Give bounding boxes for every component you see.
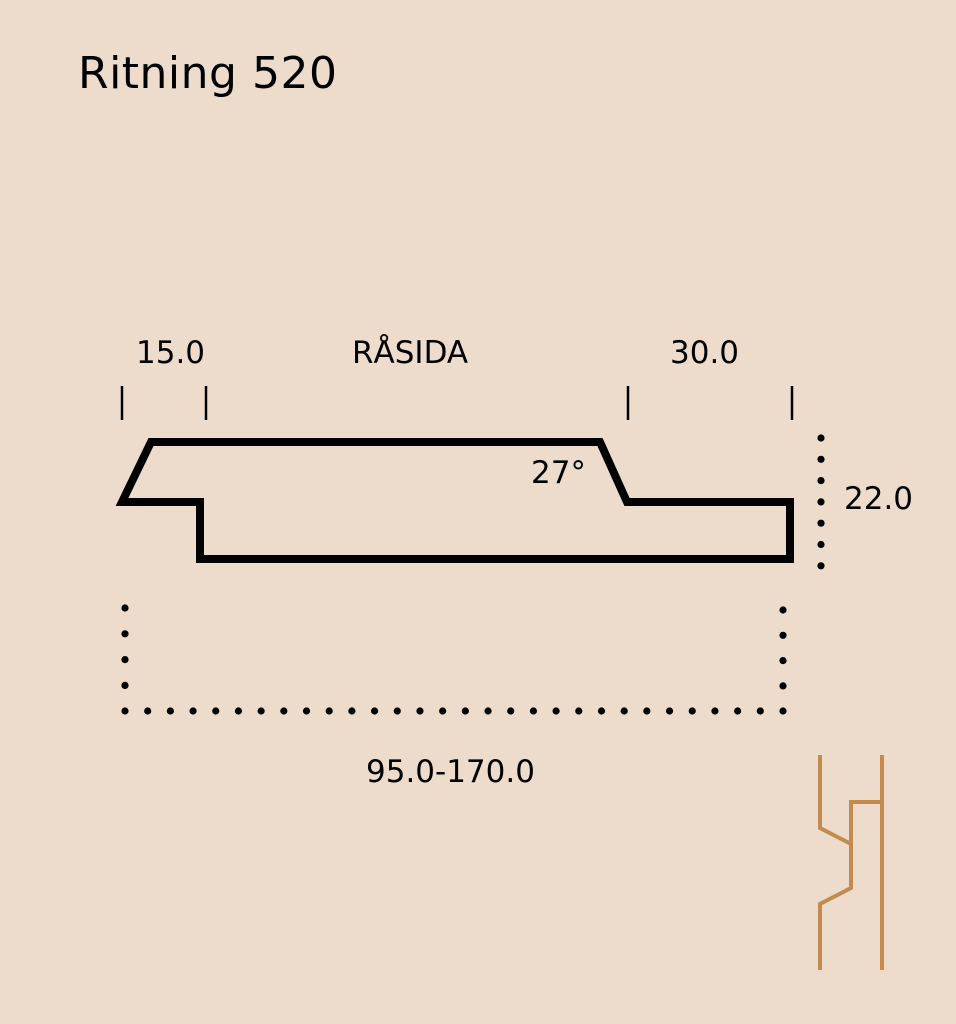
width-bracket-dot xyxy=(643,707,651,715)
width-bracket-dot xyxy=(711,707,719,715)
width-bracket-dot xyxy=(212,707,220,715)
thickness-dotted-line xyxy=(817,434,825,570)
thickness-dot xyxy=(817,477,825,485)
width-bracket-dot xyxy=(597,707,606,715)
width-bracket-dot xyxy=(779,631,787,639)
width-bracket-dot xyxy=(257,707,265,715)
width-bracket-dot xyxy=(121,656,129,664)
width-bracket-dot xyxy=(234,707,243,715)
width-bracket-dot xyxy=(121,604,129,612)
width-bracket-dot xyxy=(325,707,333,715)
thickness-dot xyxy=(817,498,825,506)
width-bracket-dot xyxy=(461,707,469,715)
width-bracket-dot xyxy=(121,707,129,715)
thickness-dot xyxy=(817,540,825,549)
thickness-dot xyxy=(817,562,825,570)
bevel-angle-label: 27° xyxy=(531,455,586,491)
width-bracket-dot xyxy=(575,707,583,715)
width-bracket-dot xyxy=(189,707,197,715)
width-bracket-dot xyxy=(507,707,515,715)
width-bracket-dot xyxy=(370,707,379,715)
width-bracket-dot xyxy=(620,707,628,715)
thickness-dimension: 22.0 xyxy=(844,481,914,517)
width-bracket-dot xyxy=(416,707,424,715)
thickness-dot xyxy=(817,519,825,527)
width-dotted-bracket xyxy=(121,604,787,715)
width-bracket-dot xyxy=(779,707,787,715)
width-bracket-dot xyxy=(529,707,538,715)
width-bracket-dot xyxy=(756,707,764,715)
right-groove-dimension: 30.0 xyxy=(670,335,740,371)
installed-panel-profile-icon xyxy=(818,755,884,970)
width-bracket-dot xyxy=(779,606,787,614)
width-bracket-dot xyxy=(439,707,447,715)
width-bracket-dot xyxy=(734,707,742,715)
width-bracket-dot xyxy=(779,682,787,690)
width-bracket-dot xyxy=(144,707,152,715)
width-bracket-dot xyxy=(348,707,356,715)
width-bracket-dot xyxy=(665,707,674,715)
width-bracket-dot xyxy=(121,630,129,638)
width-bracket-dot xyxy=(166,707,174,715)
drawing-title: Ritning 520 xyxy=(78,48,338,99)
width-bracket-dot xyxy=(280,707,288,715)
width-bracket-dot xyxy=(688,707,696,715)
width-bracket-dot xyxy=(779,657,787,665)
width-bracket-dot xyxy=(552,707,560,715)
thickness-dot xyxy=(817,455,825,463)
thickness-dot xyxy=(817,434,825,442)
width-bracket-dot xyxy=(484,707,492,715)
rough-face-label: RÅSIDA xyxy=(352,335,469,371)
width-range-dimension: 95.0-170.0 xyxy=(366,754,535,790)
left-tongue-dimension: 15.0 xyxy=(136,335,206,371)
board-profile-outline xyxy=(115,438,794,563)
width-bracket-dot xyxy=(121,681,129,690)
dimension-ticks xyxy=(120,386,794,420)
width-bracket-dot xyxy=(302,707,311,715)
width-bracket-dot xyxy=(393,707,401,715)
